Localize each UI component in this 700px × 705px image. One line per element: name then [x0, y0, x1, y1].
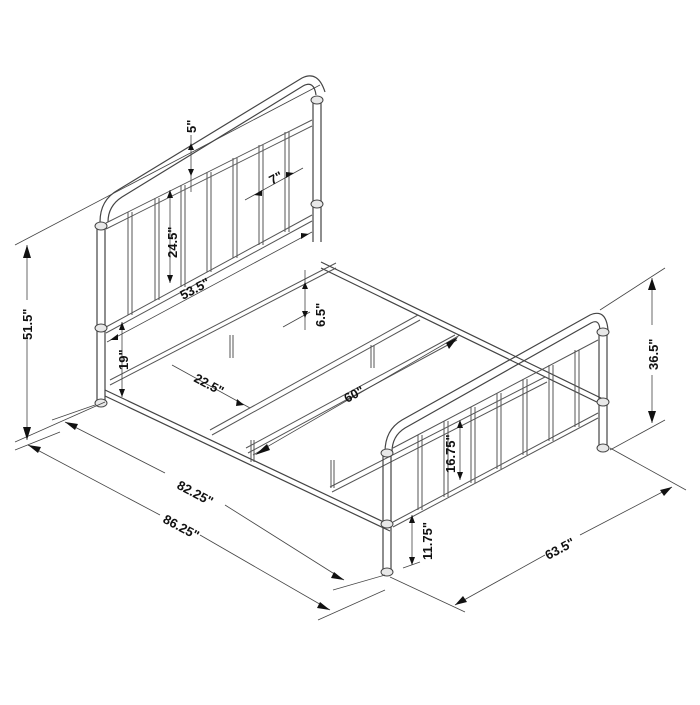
label-overall-width: 63.5"	[542, 535, 577, 563]
label-footboard-spindle-height: 16.75"	[443, 434, 458, 473]
label-side-rail-height: 6.5"	[313, 303, 328, 327]
label-footboard-height: 36.5"	[646, 339, 661, 370]
bed-frame-rails	[104, 261, 606, 532]
label-headboard-spindle-height: 24.5"	[165, 227, 180, 258]
label-headboard-floor-to-rail: 19"	[116, 349, 131, 370]
dimension-labels: 51.5" 5" 7" 24.5" 53.5" 19" 6.5" 22.5" 6…	[20, 120, 661, 563]
label-headboard-height: 51.5"	[20, 309, 35, 340]
label-slat-spacing: 22.5"	[192, 370, 227, 398]
label-inner-length: 82.25"	[175, 477, 216, 508]
label-overall-length: 86.25"	[161, 511, 202, 542]
dimension-lines	[14, 84, 687, 621]
headboard-spindles	[127, 132, 290, 315]
headboard	[94, 75, 326, 408]
label-spindle-spacing: 7"	[266, 168, 285, 188]
label-footboard-floor-to-rail: 11.75"	[420, 522, 435, 560]
footboard	[380, 312, 610, 577]
footboard-spindles	[417, 350, 580, 510]
label-top-rail-gap: 5"	[184, 120, 199, 133]
label-inner-width: 60"	[341, 383, 366, 406]
